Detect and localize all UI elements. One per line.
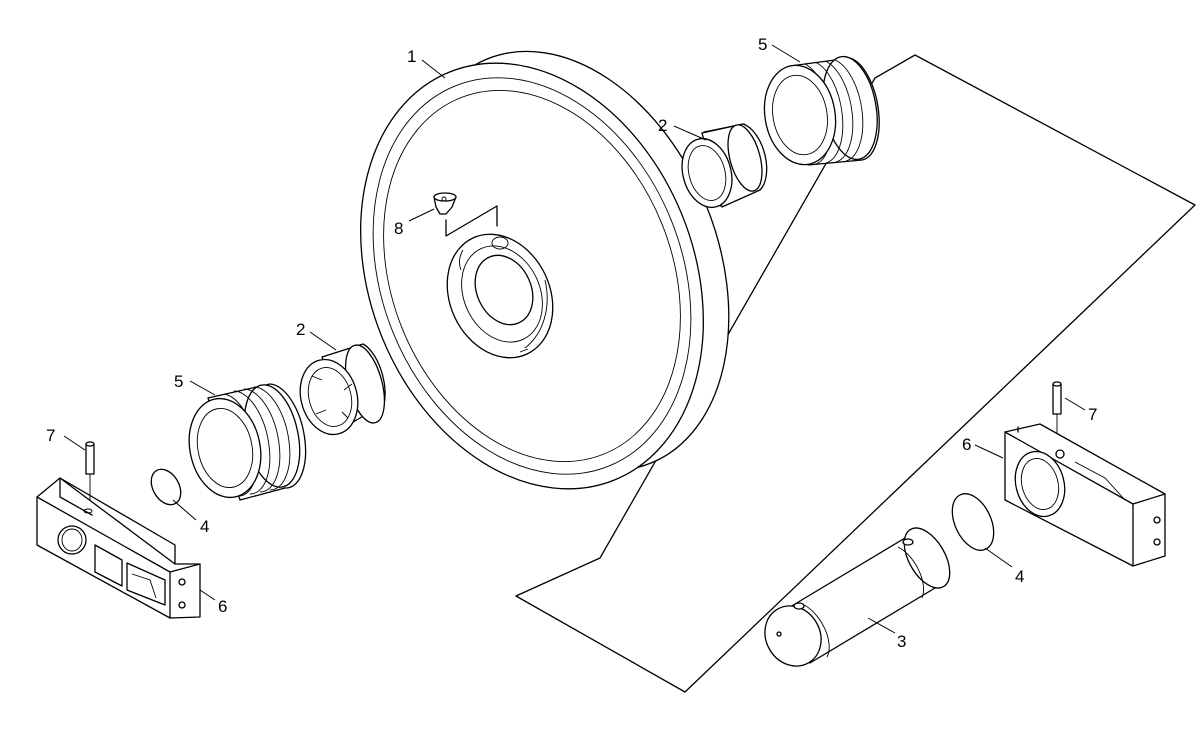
callout-7-pin-right: 7	[1088, 405, 1097, 424]
callout-6-bracket-right: 6	[962, 435, 971, 454]
bushing-upper	[681, 123, 768, 209]
wheel-hub	[446, 233, 554, 359]
callout-labels: 1 2 2 3 4 4 5 5 6 6 7 7 8	[46, 35, 1097, 651]
callout-7-pin-left: 7	[46, 426, 55, 445]
callout-2-bushing-lower: 2	[296, 320, 305, 339]
callout-5-seal-upper: 5	[758, 35, 767, 54]
callout-4-oring-left: 4	[200, 517, 209, 536]
bushing-lower	[299, 343, 386, 436]
seal-left	[188, 383, 307, 501]
oring-right	[951, 493, 995, 551]
callout-5-seal-left: 5	[174, 372, 183, 391]
oring-left	[150, 468, 182, 506]
assembly-plane	[515, 54, 1196, 693]
seal-upper	[763, 55, 880, 166]
shaft	[764, 527, 951, 667]
callout-3-shaft: 3	[897, 632, 906, 651]
callout-2-bushing-upper: 2	[658, 116, 667, 135]
leader-lines	[63, 44, 1086, 634]
plug	[433, 192, 498, 237]
callout-4-oring-right: 4	[1015, 567, 1024, 586]
bracket-right	[1004, 423, 1166, 567]
callout-1-wheel: 1	[407, 47, 416, 66]
callout-6-bracket-left: 6	[218, 597, 227, 616]
bracket-left	[36, 477, 201, 619]
callout-8-plug: 8	[394, 219, 403, 238]
